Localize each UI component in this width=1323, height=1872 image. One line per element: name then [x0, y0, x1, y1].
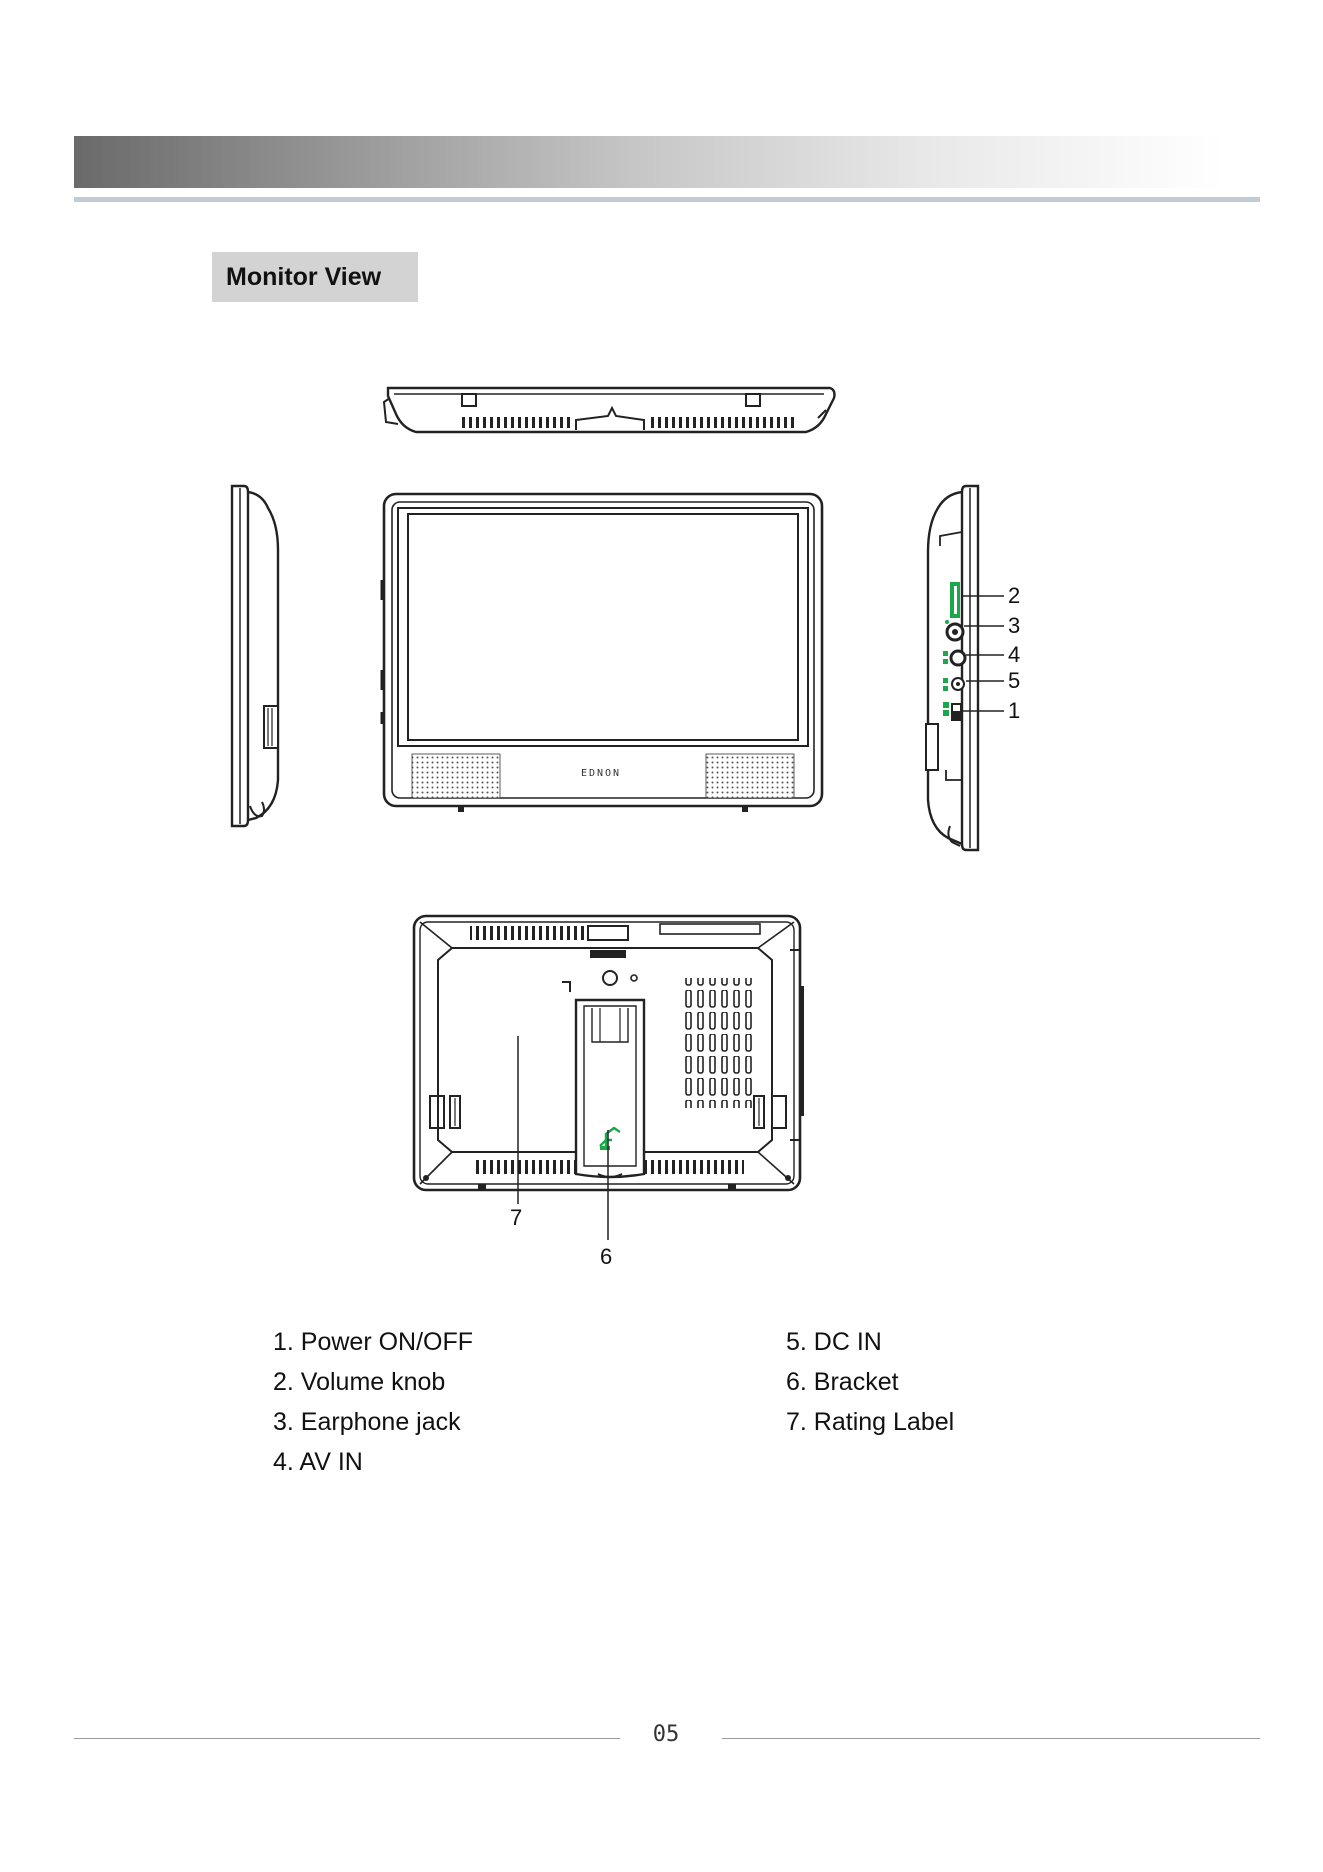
footer-rule-right	[722, 1738, 1260, 1739]
left-side-view	[232, 486, 278, 826]
top-view	[384, 388, 835, 432]
legend-item-volume: 2. Volume knob	[273, 1362, 473, 1402]
legend-item-power: 1. Power ON/OFF	[273, 1322, 473, 1362]
legend-item-rating-label: 7. Rating Label	[786, 1402, 954, 1442]
power-switch	[943, 702, 962, 721]
brand-logo: EDNON	[581, 768, 621, 779]
callout-4: 4	[1008, 642, 1020, 667]
front-view: EDNON	[382, 494, 822, 812]
back-view: 7 6	[414, 916, 804, 1269]
legend-item-av-in: 4. AV IN	[273, 1442, 473, 1482]
volume-knob	[950, 582, 960, 618]
footer-rule-left	[74, 1738, 620, 1739]
page-number: 05	[616, 1722, 716, 1747]
legend-item-dc-in: 5. DC IN	[786, 1322, 954, 1362]
earphone-jack	[945, 620, 963, 640]
monitor-diagram: EDNON	[0, 0, 1323, 1300]
right-side-view: 2 3 4 5 1	[926, 486, 1020, 850]
av-in-port	[943, 651, 965, 665]
legend-left: 1. Power ON/OFF 2. Volume knob 3. Earpho…	[273, 1322, 473, 1482]
legend-right: 5. DC IN 6. Bracket 7. Rating Label	[786, 1322, 954, 1442]
legend-item-earphone: 3. Earphone jack	[273, 1402, 473, 1442]
callout-1: 1	[1008, 698, 1020, 723]
callout-7: 7	[510, 1205, 522, 1230]
callout-5: 5	[1008, 668, 1020, 693]
dc-in-port	[943, 678, 964, 691]
callout-2: 2	[1008, 583, 1020, 608]
legend-item-bracket: 6. Bracket	[786, 1362, 954, 1402]
callout-6: 6	[600, 1244, 612, 1269]
callout-3: 3	[1008, 613, 1020, 638]
